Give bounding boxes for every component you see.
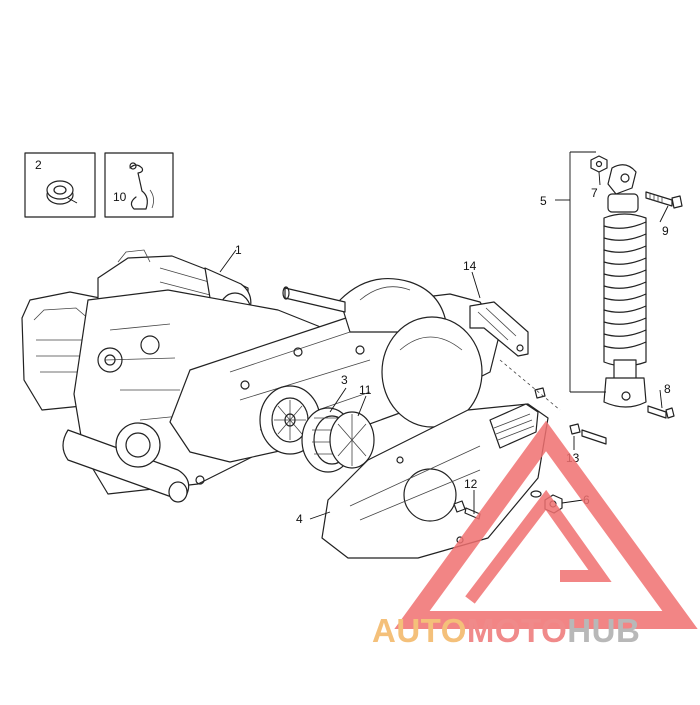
- wordmark-moto: MOTO: [466, 612, 568, 649]
- callout-1: 1: [235, 243, 242, 257]
- callout-9: 9: [662, 224, 669, 238]
- watermark-logo: [394, 420, 698, 629]
- wordmark-hub: HUB: [567, 612, 641, 649]
- callout-3: 3: [341, 373, 348, 387]
- nut-part-7: [590, 155, 608, 173]
- callout-12: 12: [464, 477, 478, 491]
- callout-5: 5: [540, 194, 547, 208]
- callout-2: 2: [35, 158, 42, 172]
- bolt-part-8: [647, 405, 675, 419]
- leader-lines: [219, 171, 669, 520]
- wordmark-auto: AUTO: [372, 612, 467, 649]
- callout-10: 10: [113, 190, 127, 204]
- bolt-part-13: [534, 387, 607, 445]
- inset-part-2: [24, 152, 96, 218]
- bolt-part-12: [453, 500, 481, 520]
- callout-11: 11: [359, 383, 372, 397]
- callout-7: 7: [591, 186, 598, 200]
- engine-assembly: [21, 249, 501, 503]
- clutch-part-11: [329, 411, 375, 469]
- watermark-wordmark: AUTOMOTOHUB: [372, 612, 692, 652]
- shock-absorber-part-5: [569, 151, 647, 408]
- callout-14: 14: [463, 259, 477, 273]
- bracket-part-14: [469, 301, 529, 357]
- inset-part-10: [104, 152, 174, 218]
- callout-4: 4: [296, 512, 303, 526]
- callout-8: 8: [664, 382, 671, 396]
- bolt-part-9: [645, 191, 683, 209]
